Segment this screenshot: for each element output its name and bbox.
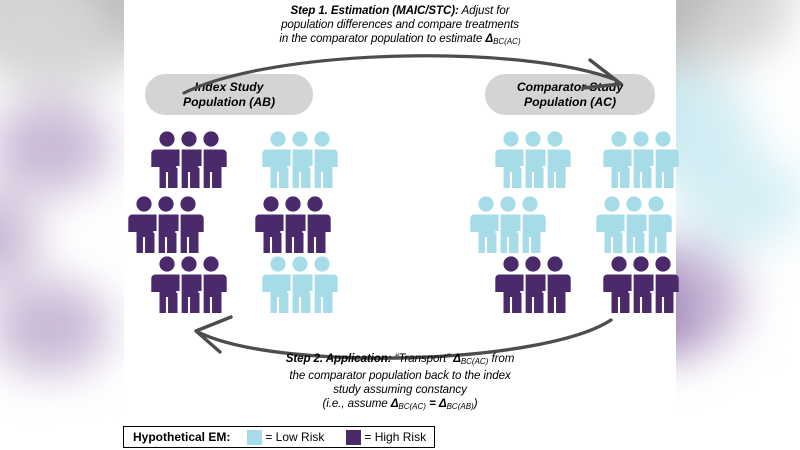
index-pop-line1: Index Study <box>194 79 264 94</box>
step1-caption: Step 1. Estimation (MAIC/STC): Adjust fo… <box>124 4 676 49</box>
step2-line4-end: ) <box>473 397 478 411</box>
comparator-group-r2c2 <box>595 195 673 254</box>
people-trio-icon <box>262 131 338 188</box>
blurred-left-margin <box>0 0 126 450</box>
comparator-group-r3c1 <box>494 255 572 314</box>
people-trio-icon <box>262 256 338 313</box>
people-trio-icon <box>128 196 204 253</box>
step1-line1-rest: Adjust for <box>458 4 510 17</box>
step2-line1-mid: “Transport” <box>391 352 454 365</box>
delta-symbol: Δ <box>485 32 494 46</box>
diagram-panel: Step 1. Estimation (MAIC/STC): Adjust fo… <box>124 0 679 450</box>
comparator-pop-line2: Population (AC) <box>523 94 617 109</box>
legend: Hypothetical EM: = Low Risk = High Risk <box>123 426 435 448</box>
index-group-r2c2 <box>254 195 332 254</box>
people-trio-icon <box>603 256 679 313</box>
delta-subscript: BC(AC) <box>493 37 521 47</box>
people-trio-icon <box>151 256 227 313</box>
blurred-right-margin <box>674 0 800 450</box>
people-trio-icon <box>255 196 331 253</box>
index-group-r1c1 <box>150 130 228 189</box>
delta-subscript-ab: BC(AB) <box>446 402 474 412</box>
delta-symbol-ac: Δ <box>390 397 399 411</box>
people-trio-icon <box>495 131 571 188</box>
step1-line3-pre: in the comparator population to estimate <box>279 32 486 46</box>
comparator-group-r3c2 <box>602 255 680 314</box>
comparator-pop-line1: Comparator Study <box>516 79 624 94</box>
step2-line3: study assuming constancy <box>333 383 467 397</box>
people-trio-icon <box>470 196 546 253</box>
comparator-group-r2c1 <box>469 195 547 254</box>
index-group-r1c2 <box>261 130 339 189</box>
delta-subscript-ac: BC(AC) <box>398 402 426 412</box>
index-group-r3c1 <box>150 255 228 314</box>
legend-title: Hypothetical EM: <box>133 430 231 444</box>
people-trio-icon <box>596 196 672 253</box>
step2-label: Step 2. Application: <box>285 352 392 365</box>
step1-line2: population differences and compare treat… <box>281 18 519 32</box>
comparator-study-population-node: Comparator Study Population (AC) <box>485 74 655 115</box>
comparator-group-r1c2 <box>602 130 680 189</box>
delta-symbol-ab: Δ <box>438 397 447 411</box>
legend-item-high-risk: = High Risk <box>346 429 427 445</box>
index-group-r2c1 <box>127 195 205 254</box>
legend-swatch-high-risk <box>346 429 362 445</box>
step1-label: Step 1. Estimation (MAIC/STC): <box>290 4 459 17</box>
legend-swatch-low-risk <box>247 429 263 445</box>
step2-caption: Step 2. Application: “Transport” ΔBC(AC)… <box>124 352 676 414</box>
equals-sign: = <box>425 397 439 411</box>
people-trio-icon <box>603 131 679 188</box>
legend-label-high-risk: = High Risk <box>364 430 427 444</box>
step2-line4-pre: (i.e., assume <box>322 397 391 411</box>
delta-symbol: Δ <box>453 352 461 365</box>
step2-line2: the comparator population back to the in… <box>289 368 511 382</box>
people-trio-icon <box>151 131 227 188</box>
legend-item-low-risk: = Low Risk <box>247 429 325 445</box>
legend-label-low-risk: = Low Risk <box>265 430 325 444</box>
people-trio-icon <box>495 256 571 313</box>
index-study-population-node: Index Study Population (AB) <box>145 74 313 115</box>
index-group-r3c2 <box>261 255 339 314</box>
delta-subscript: BC(AC) <box>460 356 489 366</box>
index-pop-line2: Population (AB) <box>182 94 276 109</box>
comparator-group-r1c1 <box>494 130 572 189</box>
step2-line1-end: from <box>488 352 515 365</box>
